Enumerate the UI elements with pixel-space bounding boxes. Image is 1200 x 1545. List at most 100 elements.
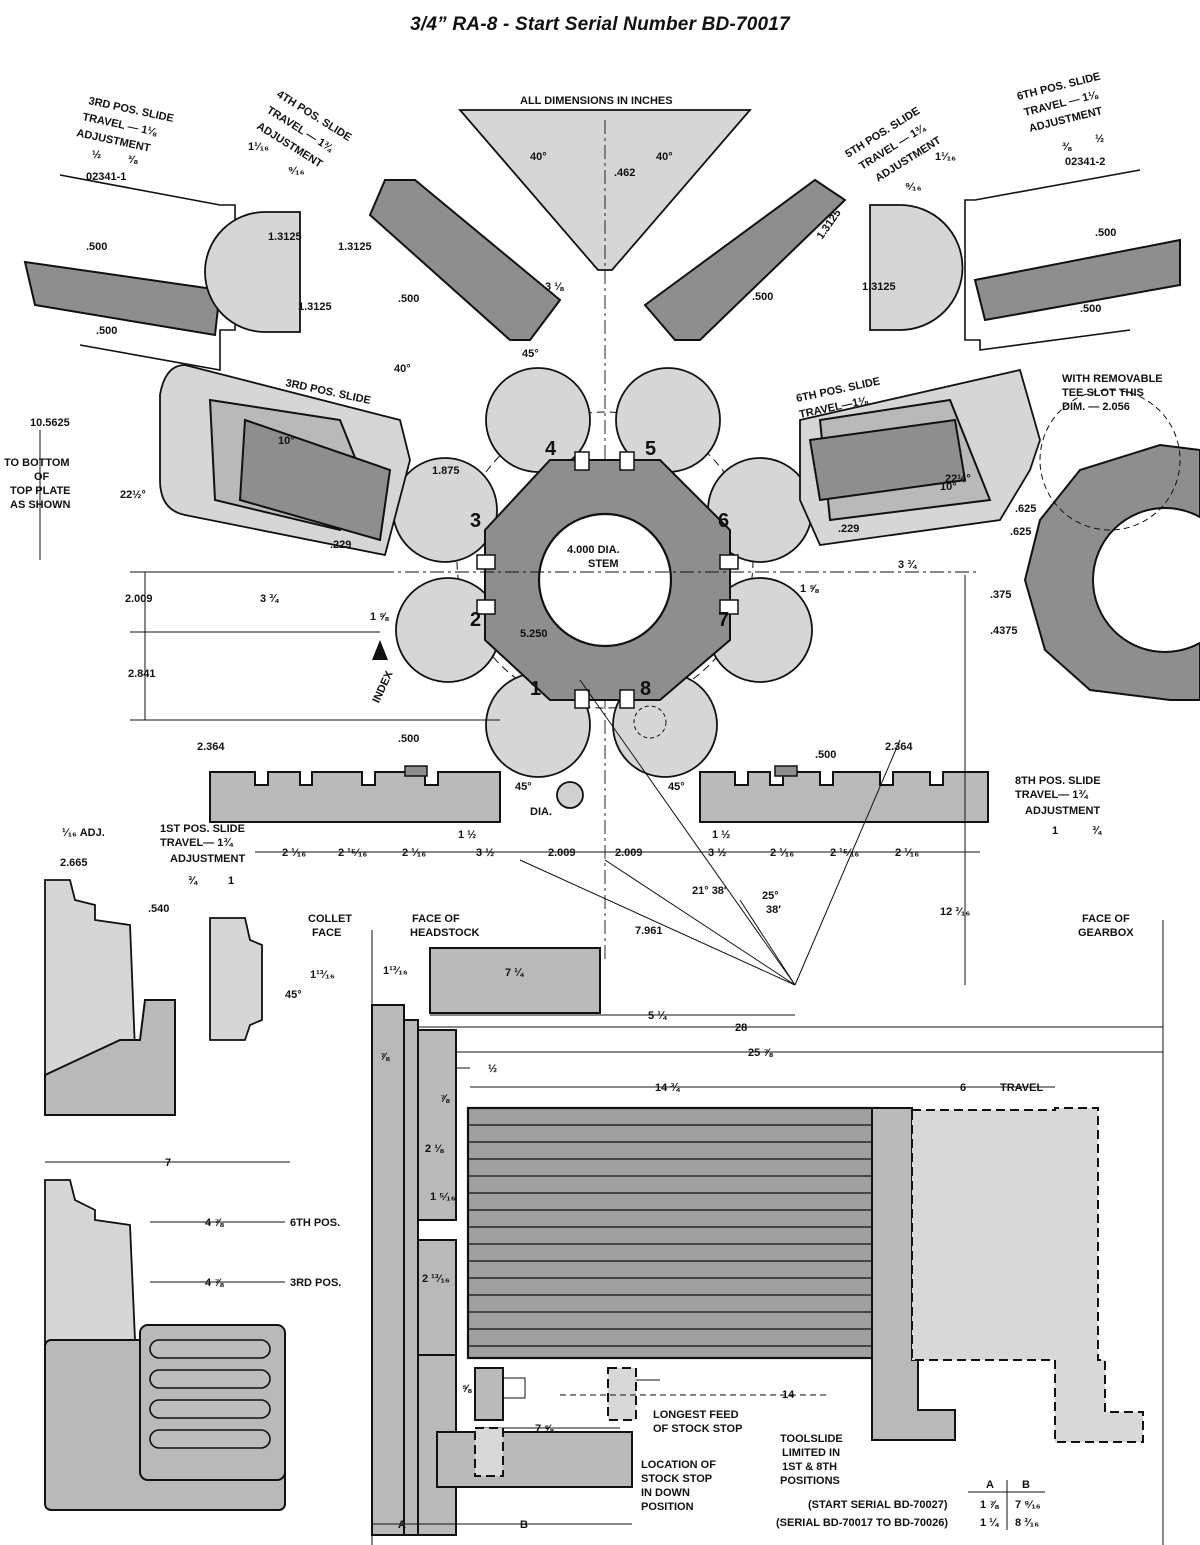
feed-2: OF STOCK STOP [653, 1423, 742, 1435]
dim-7961: 7.961 [635, 925, 663, 937]
dim-2364-left: 2.364 [197, 741, 225, 753]
feed-1: LONGEST FEED [653, 1409, 739, 1421]
dim-229-s3: .229 [330, 539, 351, 551]
dim-45-s4: 45° [522, 348, 539, 360]
dim-10-s6: 10° [940, 481, 957, 493]
dim-478-a: 4 ⅞ [205, 1217, 224, 1229]
dim-28: 28 [735, 1022, 747, 1034]
collet-views: ¹⁄₁₆ ADJ. 2.665 .540 COLLET FACE 1¹³⁄₁₆ … [44, 827, 352, 1511]
s1-adj-a: ¾ [188, 875, 198, 887]
ts-1: TOOLSLIDE [780, 1433, 843, 1445]
s3a-part: 02341-1 [86, 171, 126, 183]
s8-line3: ADJUSTMENT [1025, 805, 1100, 817]
dim-462: .462 [614, 167, 635, 179]
dim-334-s3: 3 ¾ [260, 593, 279, 605]
dim-2009-left: 2.009 [125, 593, 153, 605]
ts-2: LIMITED IN [782, 1447, 840, 1459]
dim-10-5625: 10.5625 [30, 417, 70, 429]
dim-13125-s4: 1.3125 [338, 241, 372, 253]
angle-40-right: 40° [656, 151, 673, 163]
dim-112-r: 1 ½ [712, 829, 730, 841]
dim-478-b: 4 ⅞ [205, 1277, 224, 1289]
dim-540: .540 [148, 903, 169, 915]
dim-225-s6: 22½° [945, 473, 971, 485]
dim-2116-2: 2 ¹⁄₁₆ [402, 847, 426, 859]
bottom-dimension-row: DIA. 45° 45° 1 ½ 1 ½ 2 ¹⁄₁₆ 2 ¹⁵⁄₁₆ 2 ¹⁄… [255, 781, 980, 859]
s1-adj-b: 1 [228, 875, 234, 887]
stem-label: STEM [588, 558, 619, 570]
dim-6: 6 [960, 1082, 966, 1094]
dim-21-38: 21° 38′ [692, 885, 727, 897]
adj-116: ¹⁄₁₆ ADJ. [62, 827, 105, 839]
dim-158-s6: 1 ⅝ [800, 583, 819, 595]
left-dimensions: 10.5625 TO BOTTOM OF TOP PLATE AS SHOWN … [4, 417, 500, 721]
radius-5250: 5.250 [520, 628, 548, 640]
dim-500-s8: .500 [815, 749, 836, 761]
dim-1875: 1.875 [432, 465, 460, 477]
dim-78-b: ⅞ [440, 1093, 450, 1105]
angle-leaders: 21° 38′ 25° 38′ 7.961 12 ³⁄₁₆ [519, 575, 970, 986]
dim-500-s5: .500 [752, 291, 773, 303]
to-bottom-3: TOP PLATE [10, 485, 71, 497]
dim-A: A [398, 1519, 406, 1531]
dim-158-s3: 1 ⅝ [370, 611, 389, 623]
dim-13125-s3a: 1.3125 [268, 231, 302, 243]
dim-225-s3: 22½° [120, 489, 146, 501]
dim-218: 2 ⅛ [425, 1143, 444, 1155]
dim-58: ⅝ [462, 1383, 472, 1395]
tbl-row2-b: 8 ³⁄₁₆ [1015, 1517, 1039, 1529]
dim-4375: .4375 [990, 625, 1018, 637]
stem-dia: 4.000 DIA. [567, 544, 620, 556]
dim-78: ⅞ [380, 1051, 390, 1063]
dim-45-collet: 45° [285, 989, 302, 1001]
loc-3: IN DOWN [641, 1487, 690, 1499]
s3a-adj-a: ½ [92, 149, 101, 161]
dim-500-s6a-2: .500 [1080, 303, 1101, 315]
dim-2364-right: 2.364 [885, 741, 913, 753]
tbl-row1-b: 7 ⁹⁄₁₆ [1015, 1499, 1041, 1511]
collet-label-1: COLLET [308, 913, 352, 925]
dim-11316-collet: 1¹³⁄₁₆ [310, 969, 335, 981]
s6a-adj-b: ½ [1095, 133, 1104, 145]
face-head-1: FACE OF [412, 913, 460, 925]
dim-229-s6: .229 [838, 523, 859, 535]
dim-14: 14 [782, 1389, 795, 1401]
dim-625a: .625 [1015, 503, 1036, 515]
pos-7: 7 [718, 609, 729, 631]
dim-312-r: 3 ½ [708, 847, 726, 859]
header-note: ALL DIMENSIONS IN INCHES [520, 95, 673, 107]
s6a-adj-a: ⅜ [1062, 141, 1072, 153]
ts-3: 1ST & 8TH [782, 1461, 837, 1473]
dim-45-bl: 45° [515, 781, 532, 793]
dim-500-s4: .500 [398, 293, 419, 305]
ts-4: POSITIONS [780, 1475, 840, 1487]
dim-25: 25° [762, 890, 779, 902]
label-6th-pos: 6TH POS. [290, 1217, 340, 1229]
to-bottom-4: AS SHOWN [10, 499, 71, 511]
slide-8th: 2.364 .500 8TH POS. SLIDE TRAVEL— 1¾ ADJ… [699, 741, 1102, 837]
tbl-row2-label: (SERIAL BD-70017 TO BD-70026) [776, 1517, 948, 1529]
dim-1516: 1 ⁵⁄₁₆ [430, 1191, 456, 1203]
dim-500-s6a: .500 [1095, 227, 1116, 239]
s8-adj-a: 1 [1052, 825, 1058, 837]
dim-2116-1: 2 ¹⁄₁₆ [282, 847, 306, 859]
s8-line2: TRAVEL— 1¾ [1015, 789, 1088, 801]
dim-514: 5 ¼ [648, 1010, 667, 1022]
pos-8: 8 [640, 678, 651, 700]
dim-12316: 12 ³⁄₁₆ [940, 906, 970, 918]
s1-line2: TRAVEL— 1¾ [160, 837, 233, 849]
dim-334-s6: 3 ¾ [898, 559, 917, 571]
face-gear-1: FACE OF [1082, 913, 1130, 925]
dim-12: ½ [488, 1063, 497, 1075]
dim-40-s4: 40° [394, 363, 411, 375]
index-label: INDEX [371, 669, 396, 705]
slide-1st: 2.364 .500 1ST POS. SLIDE TRAVEL— 1¾ ADJ… [160, 733, 501, 887]
travel-label: TRAVEL [1000, 1082, 1043, 1094]
dim-312-l: 3 ½ [476, 847, 494, 859]
dim-375: .375 [990, 589, 1011, 601]
s5-adj-a: ⁹⁄₁₆ [905, 181, 922, 193]
dim-1434: 14 ¾ [655, 1082, 680, 1094]
turret: 4.000 DIA. STEM 5.250 1 2 3 4 5 6 7 8 IN… [371, 367, 980, 778]
dim-2009-br: 2.009 [615, 847, 643, 859]
